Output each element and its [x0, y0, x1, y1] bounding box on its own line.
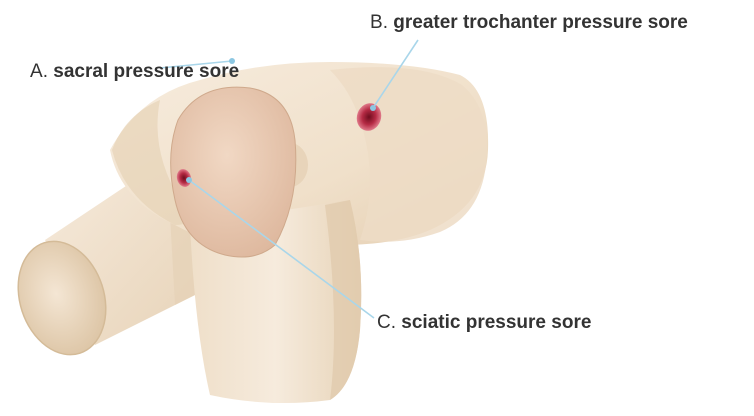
label-sciatic-pressure-sore: C. sciatic pressure sore	[377, 313, 591, 332]
label-a-letter: A	[30, 61, 43, 82]
label-a-separator: .	[43, 61, 54, 82]
label-greater-trochanter-pressure-sore: B. greater trochanter pressure sore	[370, 13, 688, 32]
sacral-pad	[171, 87, 296, 257]
label-b-separator: .	[383, 12, 394, 33]
label-c-name: sciatic pressure sore	[401, 312, 591, 333]
label-sacral-pressure-sore: A. sacral pressure sore	[30, 62, 239, 81]
label-c-separator: .	[391, 312, 402, 333]
label-a-name: sacral pressure sore	[53, 61, 239, 82]
label-b-letter: B	[370, 12, 383, 33]
label-b-name: greater trochanter pressure sore	[393, 12, 688, 33]
label-c-letter: C	[377, 312, 391, 333]
